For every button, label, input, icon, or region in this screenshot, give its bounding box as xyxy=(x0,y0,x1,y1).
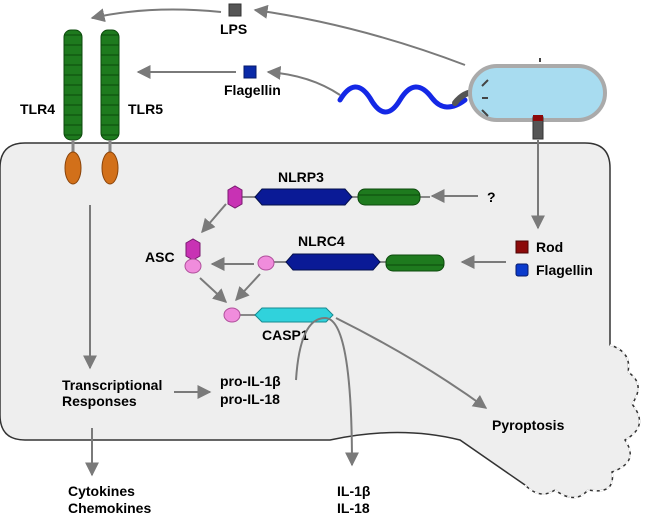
asc-pyrin-domain xyxy=(185,238,201,261)
bacterium-body xyxy=(468,64,607,122)
casp1-card-domain xyxy=(223,307,241,323)
pro-il1b-label: pro-IL-1β xyxy=(220,373,281,389)
cytokines-label: Cytokines xyxy=(68,483,135,499)
arrow-bacterium-to-lps xyxy=(253,4,466,66)
casp1-protease-domain xyxy=(254,307,334,323)
nlrc4-complex xyxy=(257,253,445,272)
pyroptosis-label: Pyroptosis xyxy=(492,417,565,433)
il1b-label: IL-1β xyxy=(337,483,371,499)
tlr5-label: TLR5 xyxy=(128,101,163,117)
flagellin-icon xyxy=(243,65,257,79)
nlrc4-label: NLRC4 xyxy=(298,233,345,249)
arrow-flagellum-to-flagellin xyxy=(266,65,341,96)
nlrc4-lrr-domain xyxy=(385,254,445,272)
nlrp3-nacht-domain xyxy=(254,188,353,206)
tlr4-tir-domain xyxy=(64,151,82,185)
arrow-asc-to-casp1 xyxy=(199,277,228,303)
nlrp3-complex xyxy=(227,185,430,209)
rod-icon xyxy=(515,240,529,254)
chemokines-label: Chemokines xyxy=(68,500,151,516)
nlrc4-card-domain xyxy=(257,255,275,271)
asc-adaptor xyxy=(184,238,202,274)
tlr4-label: TLR4 xyxy=(20,101,55,117)
flagellin-label: Flagellin xyxy=(536,262,593,278)
arrow-lps-to-tlr4 xyxy=(90,8,222,23)
tlr5-tir-domain xyxy=(101,151,119,185)
arrow-nlrp3-to-asc xyxy=(201,203,227,234)
responses-label: Responses xyxy=(62,393,137,409)
tlr5-receptor xyxy=(100,29,120,185)
rod-label: Rod xyxy=(536,239,563,255)
tlr4-receptor xyxy=(63,29,83,185)
casp1-label: CASP1 xyxy=(262,327,309,343)
arrow-nlrc4-to-casp1 xyxy=(235,273,261,302)
flagellum xyxy=(337,84,468,115)
tlr4-ectodomain xyxy=(63,29,83,141)
lps-label: LPS xyxy=(220,21,247,37)
asc-card-domain xyxy=(184,258,202,274)
nlrp3-label: NLRP3 xyxy=(278,169,324,185)
asc-label: ASC xyxy=(145,249,175,265)
flagellin-top-label: Flagellin xyxy=(224,82,281,98)
nlrp3-lrr-domain xyxy=(357,188,421,206)
arrow-casp1-to-pyroptosis xyxy=(335,317,488,409)
nlrc4-nacht-domain xyxy=(285,253,381,271)
unknown-ligand-label: ? xyxy=(487,189,496,205)
arrow-casp1-cleavage-to-il1b xyxy=(295,316,359,467)
flagellin-icon-intracellular xyxy=(515,263,529,277)
secretion-needle-tip-icon xyxy=(533,115,543,121)
bacterium xyxy=(337,58,607,140)
tlr5-ectodomain xyxy=(100,29,120,141)
il18-label: IL-18 xyxy=(337,500,370,516)
lps-on-membrane-icon xyxy=(481,58,541,117)
nlrp3-pyrin-domain xyxy=(227,185,243,209)
pro-il18-label: pro-IL-18 xyxy=(220,391,280,407)
lps-icon xyxy=(228,3,242,17)
casp1-complex xyxy=(223,307,334,323)
transcriptional-label: Transcriptional xyxy=(62,377,162,393)
